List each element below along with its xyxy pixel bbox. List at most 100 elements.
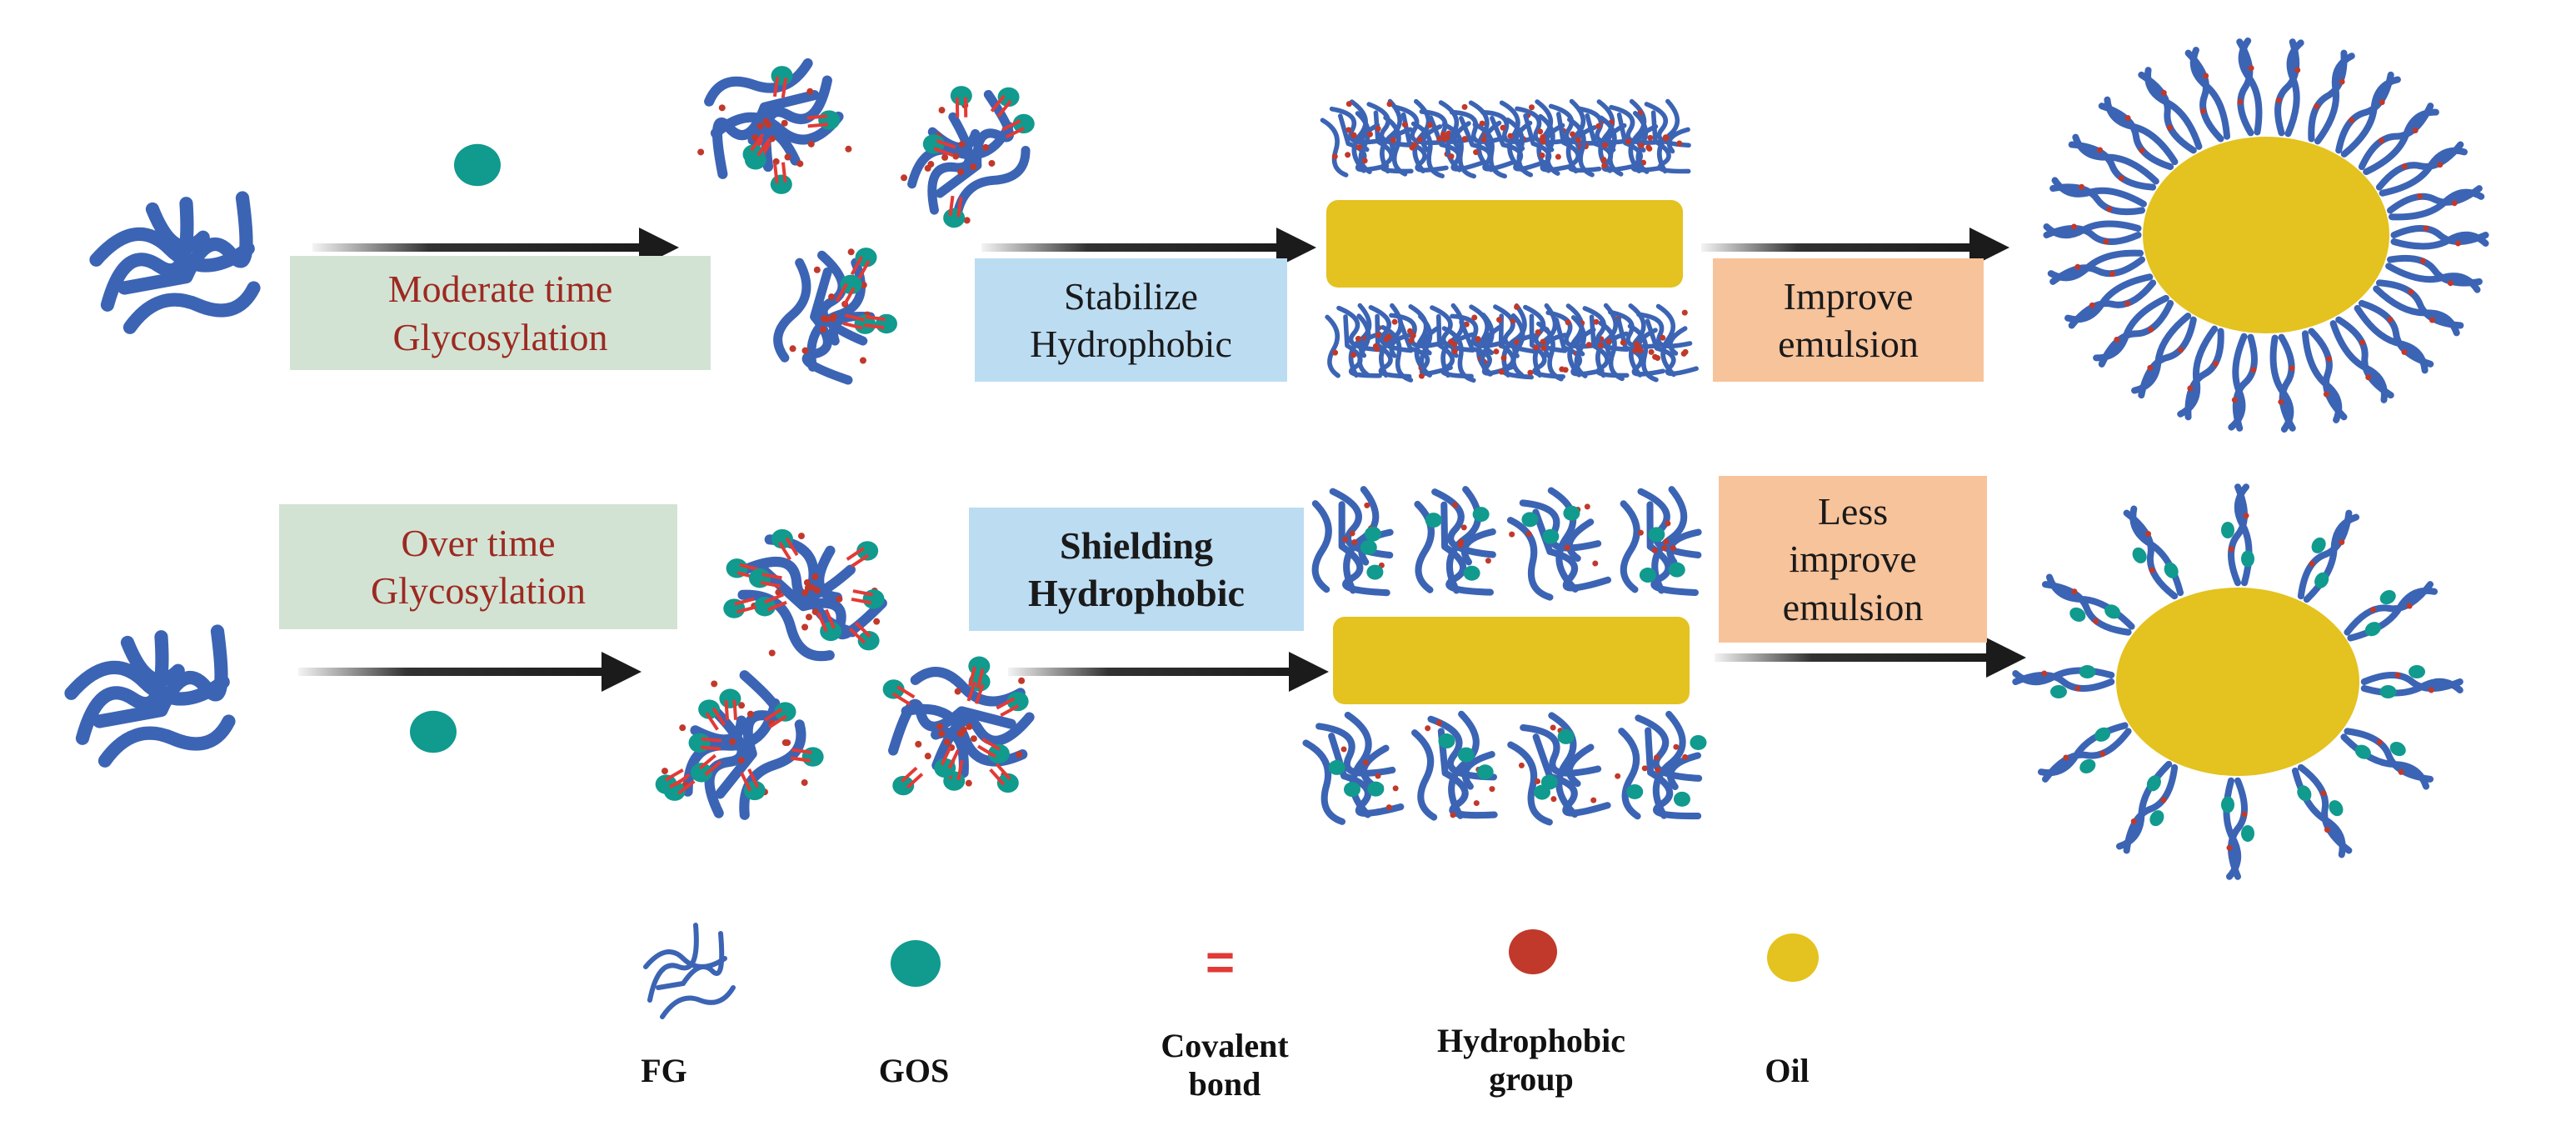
over-glycated-fg-row2-a-bond (846, 547, 870, 568)
brush-row2-bottom-hydrophobic-dots (1518, 724, 1597, 803)
droplet-shell-row2 (2360, 665, 2464, 698)
over-glycated-fg-row2-b-gos (774, 702, 796, 722)
brush-row2-bottom-gos (1673, 791, 1690, 807)
over-glycated-fg-row2-c-hydrophobic-dots (915, 677, 1026, 787)
droplet-shell-row1 (2373, 279, 2464, 337)
label-moderate-glycosylation: Moderate time Glycosylation (290, 256, 711, 370)
label-over-glycosylation: Over time Glycosylation (279, 504, 677, 629)
over-glycated-fg-row2-b-bond (740, 768, 760, 792)
over-glycated-fg-row2-c-bond (989, 763, 1011, 786)
droplet-shell-row1 (2177, 325, 2224, 421)
droplet-shell-row1 (2375, 141, 2468, 197)
arrow-row1-step3-head (1969, 228, 2009, 268)
brush-row1-top-hydrophobic-dots (1331, 101, 1357, 160)
brush-row2-bottom-gos (1457, 747, 1475, 763)
label-shielding-hydrophobic: Shielding Hydrophobic (969, 508, 1304, 631)
droplet-shell-row1 (2043, 220, 2142, 245)
over-glycated-fg-row2-b-bond (700, 737, 722, 751)
over-glycated-fg-row2-b-bond (664, 768, 688, 789)
legend-label-oil: Oil (1765, 1052, 1810, 1089)
over-glycated-fg-row2-a-bond (734, 597, 757, 614)
arrow-row2-step3-head (1986, 638, 2026, 678)
brush-row2-top-gos (1563, 505, 1580, 521)
brush-row2-top-gos (1542, 528, 1560, 544)
droplet-shell-row1 (2068, 133, 2159, 191)
legend-label-hydrophobic-group: Hydrophobic group (1437, 1022, 1625, 1098)
glycated-fg-row1-c (773, 250, 876, 385)
oil-layer-row1 (1326, 200, 1683, 288)
droplet-shell-row2 (2297, 509, 2360, 603)
droplet-shell-row1 (2274, 38, 2304, 138)
over-glycated-fg-row2-a-gos (856, 541, 879, 561)
over-glycated-fg-row2-a-bond (764, 593, 787, 612)
over-glycated-fg-row2-a-bond (760, 573, 782, 588)
brush-row2-bottom-gos (1557, 728, 1575, 744)
glycated-fg-row1-c-bond (842, 313, 866, 330)
legend-label-covalent-bond: Covalent bond (1161, 1027, 1289, 1103)
brush-row1-bottom (1627, 303, 1699, 383)
brush-row1-bottom-hydrophobic-dots (1372, 318, 1398, 353)
droplet-shell-row1 (2228, 333, 2258, 432)
brush-row2-top-gos (1639, 568, 1656, 583)
brush-row1-bottom-hydrophobic-dots (1527, 327, 1550, 376)
droplet-shell-row2 (2344, 581, 2439, 642)
arrow-row2-step3-shaft (1715, 653, 1993, 662)
brush-row2-bottom (1411, 710, 1498, 821)
teal-dot-icon (891, 940, 941, 987)
glycated-fg-row1-b-gos (1012, 113, 1035, 134)
glycated-fg-row1-b-gos (943, 208, 966, 228)
droplet-shell-row2 (2041, 573, 2135, 636)
over-glycated-fg-row2-b-bond (699, 753, 722, 776)
arrow-row2-step2-head (1289, 652, 1329, 692)
glycated-fg-row1-a-gos (818, 110, 841, 130)
fg-chain-row1 (89, 191, 261, 334)
brush-row2-top-gos (1425, 513, 1442, 528)
glycated-fg-row1-b-gos (950, 86, 972, 106)
arrow-row2-step1-shaft (298, 668, 608, 676)
brush-row2-top (1506, 487, 1612, 601)
droplet-shell-row2 (2037, 722, 2132, 783)
brush-row2-top (1414, 486, 1496, 596)
droplet-shell-row1 (2131, 313, 2197, 399)
over-glycated-fg-row2-b-gos (655, 774, 677, 794)
fg-chain-row2 (64, 624, 236, 768)
droplet-shell-row2 (2340, 728, 2434, 790)
over-glycated-fg-row2-c-bond (940, 745, 960, 769)
oil-layer-row2 (1333, 617, 1690, 704)
brush-row2-top-gos (1360, 539, 1377, 555)
over-glycated-fg-row2-c-gos (987, 743, 1010, 764)
droplet-shell-row1 (2049, 177, 2147, 216)
legend-label-gos: GOS (878, 1052, 950, 1089)
arrow-row1-step2-head (1276, 228, 1316, 268)
over-glycated-fg-row2-c-bond (901, 766, 924, 789)
oil-droplet-row2 (2116, 588, 2359, 776)
over-glycated-fg-row2-a-bond (816, 608, 836, 633)
droplet-shell-row1 (2047, 249, 2145, 285)
brush-row2-bottom-gos (1328, 759, 1345, 775)
glycated-fg-row1-c-gos (840, 274, 862, 294)
brush-row1-bottom-hydrophobic-dots (1496, 303, 1520, 375)
over-glycated-fg-row2-c-bond (968, 666, 985, 689)
over-glycated-fg-row2-c-bond (966, 681, 985, 704)
glycated-fg-row1-a-bond (806, 114, 828, 128)
over-glycated-fg-row2-c-bond (977, 737, 1001, 758)
droplet-shell-row1 (2098, 96, 2179, 171)
droplet-shell-row1 (2184, 47, 2231, 143)
droplet-shell-row2 (2123, 505, 2184, 600)
over-glycated-fg-row2-a-gos (771, 528, 793, 549)
brush-row2-bottom (1507, 712, 1611, 826)
over-glycated-fg-row2-a-bond (848, 621, 871, 644)
brush-row2-bottom-gos (1438, 733, 1455, 749)
glycated-fg-row1-c-bond (864, 315, 886, 330)
molecule-layer (64, 37, 2489, 880)
glycated-fg-row1-b-bond (933, 138, 956, 158)
brush-row2-bottom (1618, 710, 1703, 820)
brush-row2-top-gos (1463, 565, 1480, 581)
glycated-fg-row1-c-bond (850, 256, 871, 279)
red-dot-icon (1509, 929, 1557, 974)
over-glycated-fg-row2-b-gos (688, 733, 711, 753)
droplet-shell-row1 (2308, 49, 2355, 145)
over-glycated-fg-row2-a-bond (778, 537, 799, 561)
glycated-fg-row1-a-gos (742, 144, 765, 164)
brush-row2-top-gos (1648, 527, 1665, 543)
